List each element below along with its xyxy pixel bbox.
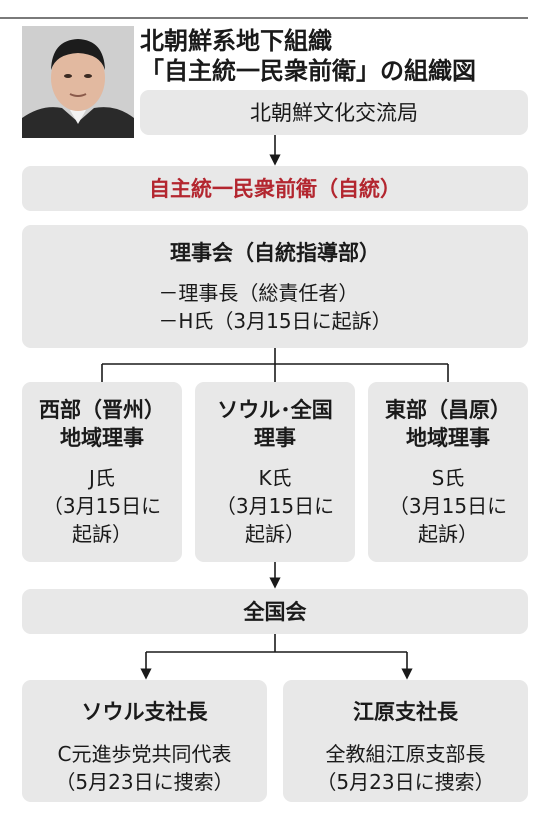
node-seoul-branch-note: （5月23日に捜索）: [55, 770, 234, 794]
node-seoul-branch-person: C元進歩党共同代表: [57, 742, 232, 766]
node-gangwon-branch-person: 全教組江原支部長: [325, 742, 486, 766]
diagram-title: 北朝鮮系地下組織 「自主統一民衆前衛」の組織図: [140, 26, 476, 86]
node-national: 全国会: [22, 589, 528, 634]
node-east-name-1: 東部（昌原）: [385, 398, 511, 422]
node-jito-label: 自主統一民衆前衛（自統）: [149, 176, 401, 201]
node-seoul-note-2: 起訴）: [245, 522, 305, 546]
title-line-2: 「自主統一民衆前衛」の組織図: [140, 57, 476, 85]
node-seoul-note-1: （3月15日に: [215, 494, 335, 518]
node-west-person: J氏: [89, 466, 115, 490]
leader-photo: [22, 26, 134, 138]
node-west-name-1: 西部（晋州）: [39, 398, 165, 422]
node-west-note-1: （3月15日に: [42, 494, 162, 518]
node-gangwon-branch-note: （5月23日に捜索）: [316, 770, 495, 794]
header-rule: [0, 17, 528, 19]
node-gangwon-branch-name: 江原支社長: [353, 700, 458, 724]
node-jito: 自主統一民衆前衛（自統）: [22, 166, 528, 211]
node-west-name-2: 地域理事: [60, 426, 144, 450]
node-east-note-2: 起訴）: [418, 522, 478, 546]
node-east-note-1: （3月15日に: [388, 494, 508, 518]
node-east: 東部（昌原） 地域理事 S氏 （3月15日に 起訴）: [368, 382, 528, 562]
node-gangwon-branch: 江原支社長 全教組江原支部長 （5月23日に捜索）: [283, 680, 528, 802]
node-east-name-2: 地域理事: [406, 426, 490, 450]
node-seoul-name-1: ソウル･全国: [217, 398, 333, 422]
node-national-label: 全国会: [243, 599, 307, 624]
node-seoul-branch: ソウル支社長 C元進歩党共同代表 （5月23日に捜索）: [22, 680, 267, 802]
node-east-person: S氏: [431, 466, 465, 490]
title-line-1: 北朝鮮系地下組織: [140, 27, 332, 55]
node-council-line-2: －H氏（3月15日に起訴）: [158, 309, 392, 333]
node-seoul-name-2: 理事: [254, 426, 296, 450]
node-council-name: 理事会（自統指導部）: [170, 241, 380, 265]
node-seoul: ソウル･全国 理事 K氏 （3月15日に 起訴）: [195, 382, 355, 562]
node-bureau: 北朝鮮文化交流局: [140, 90, 528, 135]
node-council: 理事会（自統指導部） －理事長（総責任者） －H氏（3月15日に起訴）: [22, 225, 528, 348]
node-seoul-branch-name: ソウル支社長: [81, 700, 208, 724]
portrait-image: [22, 26, 134, 138]
node-seoul-person: K氏: [258, 466, 292, 490]
node-bureau-label: 北朝鮮文化交流局: [250, 100, 418, 125]
node-west-note-2: 起訴）: [72, 522, 132, 546]
node-council-line-1: －理事長（総責任者）: [158, 281, 359, 305]
node-west: 西部（晋州） 地域理事 J氏 （3月15日に 起訴）: [22, 382, 182, 562]
